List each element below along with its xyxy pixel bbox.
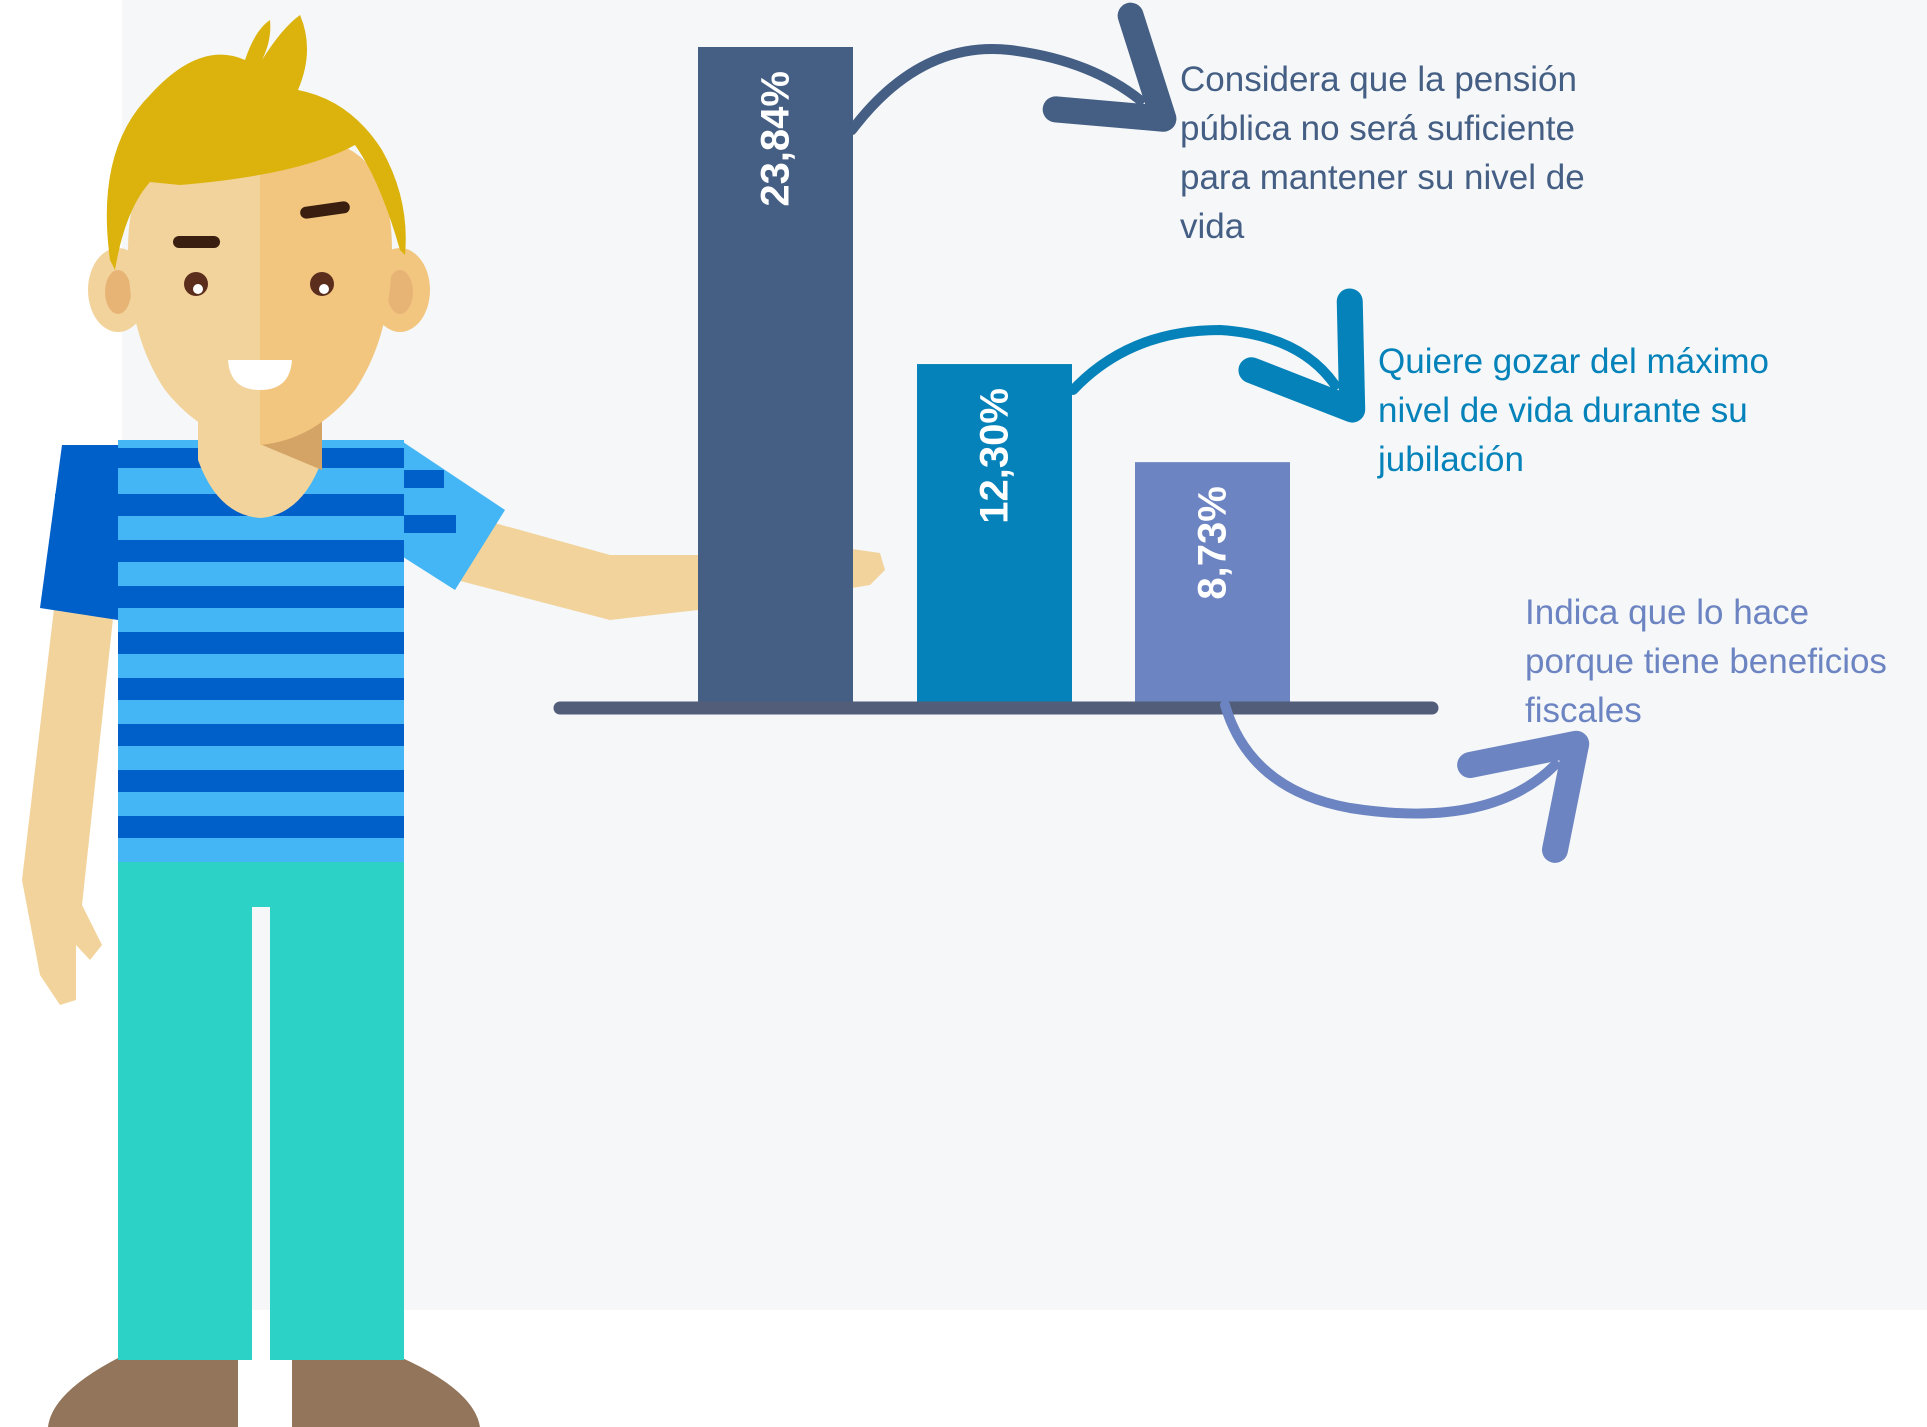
left-arm	[22, 600, 115, 1005]
annotation-line: pública no será suficiente	[1180, 109, 1575, 148]
bar-value-label-1: 12,30%	[973, 388, 1017, 524]
bar-value-label-2: 8,73%	[1191, 486, 1235, 599]
arrow-2	[1220, 700, 1590, 863]
arrow-1	[1068, 288, 1366, 423]
left-eye-shine	[193, 284, 203, 294]
annotation-line: vida	[1180, 207, 1245, 246]
annotation-pension-insuficiente: Considera que la pensión pública no será…	[1180, 55, 1585, 251]
right-shoe	[292, 1357, 480, 1427]
annotation-maximo-nivel-vida: Quiere gozar del máximo nivel de vida du…	[1378, 337, 1769, 484]
left-ear-inner	[105, 270, 131, 314]
left-leg	[118, 860, 252, 1360]
right-eye-shine	[319, 284, 329, 294]
annotation-line: fiscales	[1525, 691, 1642, 730]
hair	[106, 15, 406, 270]
annotation-line: Quiere gozar del máximo	[1378, 342, 1769, 381]
shirt-stripes	[45, 448, 456, 838]
right-ear-inner	[387, 270, 413, 314]
left-shoe	[48, 1357, 238, 1427]
arrow-0	[847, 2, 1177, 135]
left-eyebrow	[173, 236, 220, 248]
bar-2	[1135, 462, 1290, 702]
pants-top	[118, 855, 404, 907]
annotation-line: Indica que lo hace	[1525, 593, 1810, 632]
annotation-line: jubilación	[1378, 440, 1524, 479]
left-sleeve	[40, 445, 118, 620]
annotation-line: para mantener su nivel de	[1180, 158, 1585, 197]
right-leg	[270, 860, 404, 1360]
bar-0	[698, 47, 853, 702]
annotation-line: nivel de vida durante su	[1378, 391, 1748, 430]
bar-value-label-0: 23,84%	[754, 71, 798, 207]
right-eyebrow	[300, 201, 350, 219]
annotation-line: Considera que la pensión	[1180, 60, 1577, 99]
annotation-beneficios-fiscales: Indica que lo hace porque tiene benefici…	[1525, 588, 1887, 735]
smile	[228, 360, 292, 390]
annotation-line: porque tiene beneficios	[1525, 642, 1887, 681]
bar-1	[917, 364, 1072, 702]
